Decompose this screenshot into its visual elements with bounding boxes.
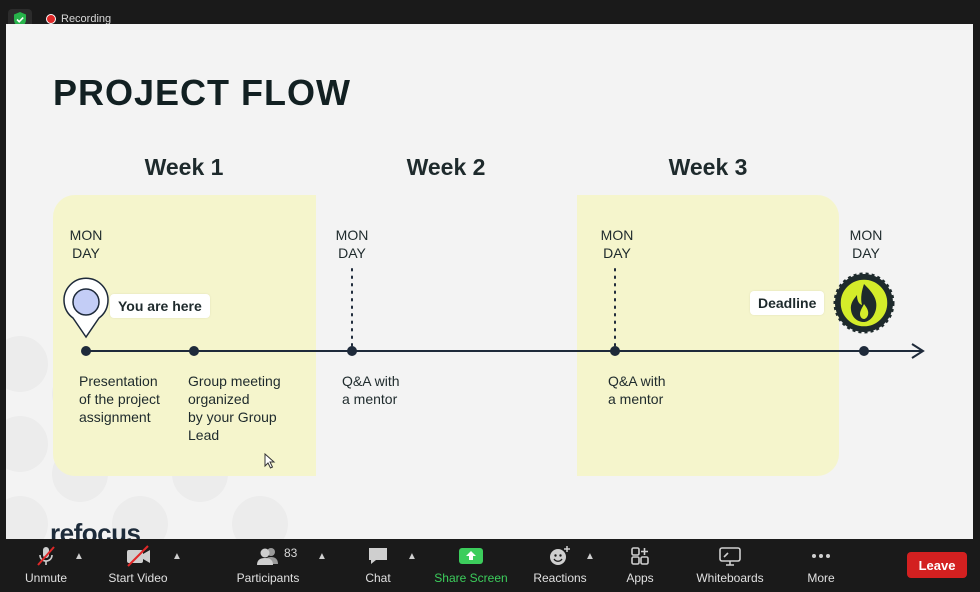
muted-microphone-icon — [37, 546, 55, 566]
more-label: More — [807, 571, 835, 585]
timeline — [63, 268, 925, 359]
whiteboard-icon — [719, 547, 741, 566]
share-screen-label: Share Screen — [434, 571, 508, 585]
monday-label-4: MON DAY — [849, 227, 883, 261]
record-icon — [46, 14, 56, 24]
event-caption: Q&A with a mentor — [608, 373, 666, 407]
monday-label-3: MON DAY — [600, 227, 634, 261]
unmute-label: Unmute — [24, 571, 68, 585]
timeline-node — [347, 346, 357, 356]
audio-options-chevron-icon[interactable]: ▲ — [74, 551, 84, 562]
chat-bubble-icon — [369, 548, 387, 564]
share-screen-icon — [459, 548, 483, 564]
reactions-smiley-icon — [550, 546, 570, 565]
share-screen-button[interactable]: Share Screen — [431, 545, 511, 585]
unmute-button[interactable]: Unmute — [6, 545, 86, 585]
reactions-label: Reactions — [533, 571, 587, 585]
event-caption: Group meeting organized by your Group Le… — [188, 373, 281, 443]
start-video-label: Start Video — [108, 571, 168, 585]
apps-label: Apps — [626, 571, 654, 585]
recording-label: Recording — [61, 13, 112, 25]
timeline-node — [859, 346, 869, 356]
start-video-button[interactable]: Start Video — [98, 545, 178, 585]
reactions-options-chevron-icon[interactable]: ▲ — [585, 551, 595, 562]
event-caption: Q&A with a mentor — [342, 373, 400, 407]
location-pin-icon — [63, 277, 109, 339]
participants-options-chevron-icon[interactable]: ▲ — [317, 551, 327, 562]
apps-icon — [631, 547, 649, 565]
event-caption: Presentation of the project assignment — [79, 373, 160, 425]
week-3-heading: Week 3 — [668, 154, 748, 180]
timeline-node — [189, 346, 199, 356]
deadline-fire-badge-icon — [833, 272, 895, 334]
you-are-here-label: You are here — [110, 294, 210, 318]
video-off-icon — [127, 545, 150, 567]
reactions-button[interactable]: Reactions — [520, 545, 600, 585]
deadline-label: Deadline — [750, 291, 825, 315]
brand-logo: refocus — [50, 518, 141, 539]
participants-count: 83 — [284, 546, 298, 560]
more-ellipsis-icon — [812, 554, 830, 558]
timeline-node — [610, 346, 620, 356]
more-button[interactable]: More — [781, 545, 861, 585]
shared-slide: PROJECT FLOW Week 1 Week 2 Week 3 MON DA… — [6, 24, 973, 539]
participants-button[interactable]: Participants — [228, 545, 308, 585]
chat-options-chevron-icon[interactable]: ▲ — [407, 551, 417, 562]
meeting-top-bar: Recording — [0, 0, 980, 31]
monday-label-1: MON DAY — [69, 227, 103, 261]
week-1-heading: Week 1 — [144, 154, 224, 180]
video-options-chevron-icon[interactable]: ▲ — [172, 551, 182, 562]
week-2-heading: Week 2 — [406, 154, 486, 180]
apps-button[interactable]: Apps — [600, 545, 680, 585]
leave-meeting-button[interactable]: Leave — [907, 552, 967, 578]
week-3-band — [577, 195, 839, 476]
whiteboards-button[interactable]: Whiteboards — [690, 545, 770, 585]
week-1-band — [53, 195, 316, 476]
timeline-arrow-icon — [911, 343, 925, 359]
chat-label: Chat — [365, 571, 391, 585]
monday-label-2: MON DAY — [335, 227, 369, 261]
whiteboards-label: Whiteboards — [696, 571, 764, 585]
chat-button[interactable]: Chat — [338, 545, 418, 585]
participants-label: Participants — [236, 571, 300, 585]
mouse-cursor-icon — [264, 453, 276, 469]
participants-icon — [257, 548, 278, 565]
slide-title: PROJECT FLOW — [53, 72, 351, 113]
timeline-node — [81, 346, 91, 356]
meeting-toolbar: Unmute ▲ Start Video ▲ Participants 83 ▲ — [0, 539, 980, 592]
recording-indicator[interactable]: Recording — [46, 13, 111, 25]
